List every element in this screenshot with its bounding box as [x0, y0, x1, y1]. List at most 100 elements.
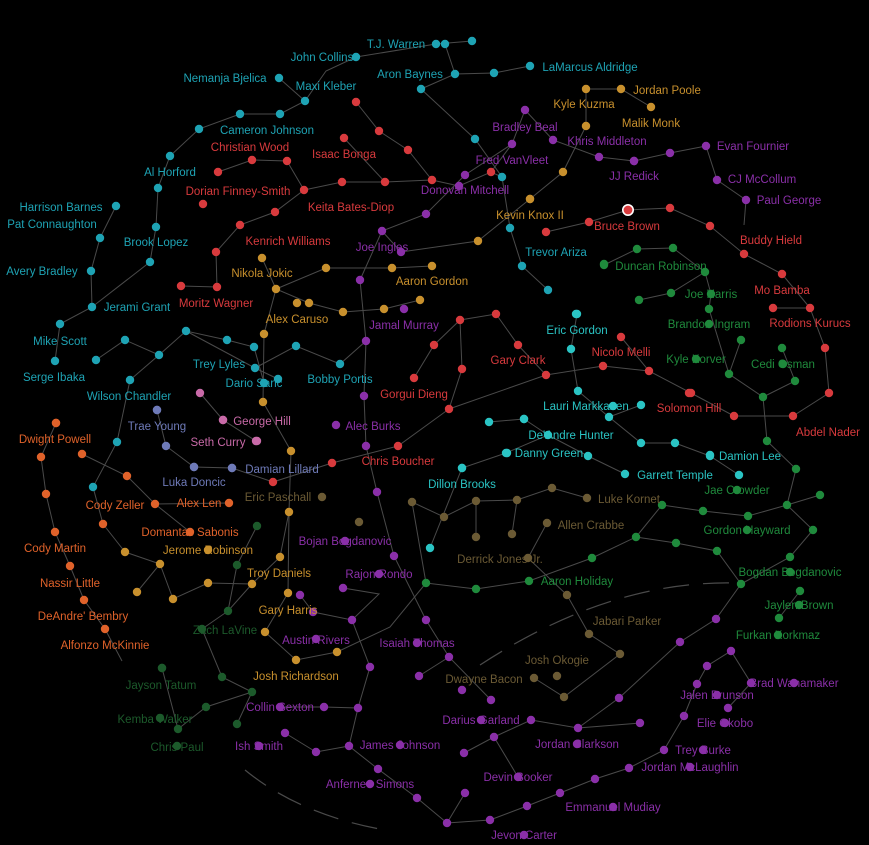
graph-node[interactable] [396, 247, 406, 257]
node-mo-bamba[interactable] [777, 269, 787, 279]
graph-node[interactable] [337, 177, 347, 187]
graph-node[interactable] [259, 329, 269, 339]
graph-node[interactable] [635, 718, 645, 728]
graph-node[interactable] [666, 288, 676, 298]
graph-node[interactable] [88, 482, 98, 492]
node-jamal-murray[interactable] [399, 304, 409, 314]
graph-node[interactable] [150, 499, 160, 509]
node-derrick-jones-jr[interactable] [523, 553, 533, 563]
graph-node[interactable] [736, 335, 746, 345]
graph-node[interactable] [746, 678, 756, 688]
graph-node[interactable] [671, 538, 681, 548]
node-jordan-mclaughlin[interactable] [685, 762, 695, 772]
graph-node[interactable] [319, 702, 329, 712]
graph-node[interactable] [454, 181, 464, 191]
node-alfonzo-mckinnie[interactable] [100, 624, 110, 634]
graph-node[interactable] [260, 627, 270, 637]
graph-node[interactable] [344, 741, 354, 751]
node-al-horford[interactable] [165, 151, 175, 161]
node-gorgui-dieng[interactable] [409, 373, 419, 383]
graph-node[interactable] [321, 263, 331, 273]
graph-node[interactable] [573, 723, 583, 733]
graph-node[interactable] [541, 370, 551, 380]
graph-node[interactable] [271, 284, 281, 294]
graph-node[interactable] [168, 594, 178, 604]
node-bruce-brown-selected[interactable] [621, 204, 634, 217]
node-serge-ibaka[interactable] [50, 356, 60, 366]
graph-node[interactable] [311, 747, 321, 757]
node-cody-zeller[interactable] [98, 519, 108, 529]
graph-node[interactable] [558, 167, 568, 177]
graph-node[interactable] [559, 692, 569, 702]
graph-node[interactable] [415, 295, 425, 305]
graph-node[interactable] [543, 285, 553, 295]
graph-node[interactable] [327, 458, 337, 468]
graph-node[interactable] [573, 386, 583, 396]
graph-node[interactable] [632, 244, 642, 254]
graph-node[interactable] [222, 335, 232, 345]
graph-node[interactable] [120, 335, 130, 345]
graph-node[interactable] [541, 227, 551, 237]
node-seth-curry[interactable] [252, 436, 262, 446]
graph-node[interactable] [470, 134, 480, 144]
graph-node[interactable] [439, 512, 449, 522]
graph-node[interactable] [614, 693, 624, 703]
node-khris-middleton[interactable] [548, 135, 558, 145]
graph-node[interactable] [203, 578, 213, 588]
graph-node[interactable] [460, 788, 470, 798]
node-malik-monk[interactable] [646, 102, 656, 112]
node-jordan-poole[interactable] [616, 84, 626, 94]
graph-node[interactable] [380, 177, 390, 187]
node-pat-connaughton[interactable] [95, 233, 105, 243]
node-kevin-knox-ii[interactable] [525, 194, 535, 204]
node-jayson-tatum[interactable] [157, 663, 167, 673]
node-bradley-beal[interactable] [520, 105, 530, 115]
node-damion-lee[interactable] [705, 450, 715, 460]
graph-node[interactable] [338, 307, 348, 317]
graph-node[interactable] [387, 263, 397, 273]
node-nemanja-bjelica[interactable] [274, 73, 284, 83]
graph-node[interactable] [36, 452, 46, 462]
graph-node[interactable] [212, 282, 222, 292]
node-jordan-clarkson[interactable] [572, 739, 582, 749]
node-fred-vanvleet[interactable] [507, 139, 517, 149]
graph-node[interactable] [365, 662, 375, 672]
node-buddy-hield[interactable] [739, 249, 749, 259]
graph-node[interactable] [457, 685, 467, 695]
node-chris-paul[interactable] [172, 741, 182, 751]
node-alex-caruso[interactable] [292, 298, 302, 308]
node-eric-paschall[interactable] [317, 492, 327, 502]
graph-node[interactable] [132, 587, 142, 597]
graph-node[interactable] [412, 793, 422, 803]
node-cedi-osman[interactable] [778, 359, 788, 369]
graph-node[interactable] [361, 336, 371, 346]
graph-node[interactable] [421, 615, 431, 625]
node-aaron-holiday[interactable] [524, 576, 534, 586]
graph-node[interactable] [232, 719, 242, 729]
graph-node[interactable] [808, 525, 818, 535]
graph-node[interactable] [161, 441, 171, 451]
node-mike-scott[interactable] [55, 319, 65, 329]
graph-node[interactable] [631, 532, 641, 542]
node-john-collins[interactable] [351, 52, 361, 62]
node-rodions-kurucs[interactable] [805, 303, 815, 313]
node-kenrich-williams[interactable] [235, 220, 245, 230]
graph-node[interactable] [304, 298, 314, 308]
graph-node[interactable] [444, 652, 454, 662]
graph-node[interactable] [41, 489, 51, 499]
node-bogdan-bogdanovic[interactable] [785, 567, 795, 577]
graph-node[interactable] [679, 711, 689, 721]
node-jabari-parker[interactable] [584, 629, 594, 639]
graph-node[interactable] [421, 209, 431, 219]
graph-node[interactable] [675, 637, 685, 647]
graph-node[interactable] [291, 341, 301, 351]
node-brad-wanamaker[interactable] [789, 678, 799, 688]
node-emmanuel-mudiay[interactable] [608, 802, 618, 812]
graph-node[interactable] [361, 441, 371, 451]
node-wilson-chandler[interactable] [125, 375, 135, 385]
graph-node[interactable] [711, 614, 721, 624]
node-dillon-brooks[interactable] [457, 463, 467, 473]
node-nikola-jokic[interactable] [257, 253, 267, 263]
graph-node[interactable] [389, 551, 399, 561]
graph-node[interactable] [295, 590, 305, 600]
